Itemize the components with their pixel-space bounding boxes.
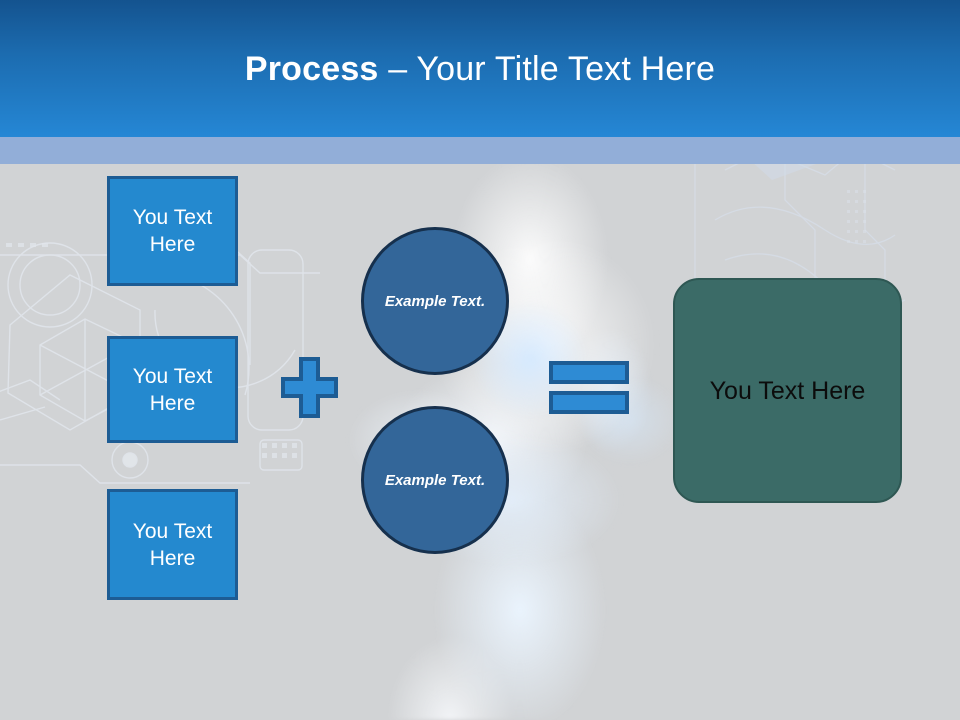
input-box-3-label: You Text Here: [132, 519, 213, 570]
plus-icon: [281, 357, 338, 418]
input-box-2-label: You Text Here: [132, 364, 213, 415]
input-box-3[interactable]: You Text Here: [107, 489, 238, 600]
example-circle-2-label: Example Text.: [384, 471, 486, 489]
equals-icon: [549, 361, 629, 414]
slide-header-accent-band: [0, 137, 960, 164]
page-title: Process – Your Title Text Here: [0, 48, 960, 90]
page-title-rest: – Your Title Text Here: [378, 50, 716, 88]
page-title-bold: Process: [244, 50, 379, 88]
example-circle-1-label: Example Text.: [384, 292, 486, 310]
input-box-1-label: You Text Here: [132, 206, 213, 256]
input-box-1[interactable]: You Text Here: [107, 176, 238, 286]
input-box-2[interactable]: You Text Here: [107, 336, 238, 443]
example-circle-1[interactable]: Example Text.: [361, 227, 509, 375]
example-circle-2[interactable]: Example Text.: [361, 406, 509, 554]
result-box[interactable]: You Text Here: [673, 278, 902, 503]
result-box-label: You Text Here: [709, 376, 866, 405]
